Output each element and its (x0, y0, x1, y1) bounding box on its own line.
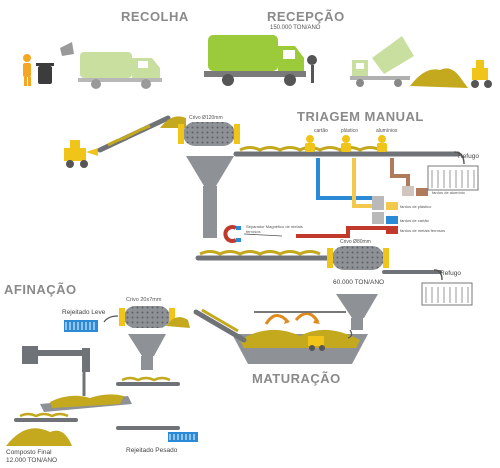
incline-conveyor-2 (193, 308, 247, 343)
conveyor-2 (195, 250, 337, 261)
magnet-icon (223, 225, 241, 243)
label-cartao: cartão (314, 128, 328, 134)
chute-plastic (352, 158, 372, 208)
worker-cardboard (305, 135, 315, 152)
label-composto-final: Composto Final (6, 449, 52, 456)
reject-container-2 (421, 282, 473, 306)
trommel-screen-120 (178, 122, 240, 146)
worker-aluminium (377, 135, 387, 152)
label-fardos-ferrosos: fardos de metais ferrosos (400, 228, 446, 233)
weighbridge-icon (307, 55, 317, 83)
tipper-truck (350, 36, 414, 87)
trash-bin-icon (36, 63, 54, 84)
baler-ferrous (386, 226, 398, 234)
label-rejeitado-leve: Rejeitado Leve (62, 309, 106, 316)
trommel-screen-20x7 (119, 306, 175, 328)
collection-truck-pale (78, 52, 162, 89)
arrow-to-basin (347, 329, 353, 339)
label-fardos-cartao: fardos de cartão (400, 218, 429, 223)
densimetric-table (40, 394, 132, 412)
reject-container-1 (427, 165, 479, 191)
final-compost-pile (6, 428, 72, 446)
label-crivo-120: Crivo Ø120mm (189, 115, 223, 121)
heavy-reject-container (168, 432, 198, 442)
worker-plastic (341, 135, 351, 152)
label-crivo-80: Crivo Ø80mm (340, 239, 371, 245)
stage-title-recepcao: RECEPÇÃO (267, 9, 345, 24)
label-fardos-aluminio: fardos de alumínio (432, 190, 465, 195)
stage-title-afinacao: AFINAÇÃO (4, 282, 77, 297)
collection-truck-green (204, 35, 306, 86)
maturation-basin (232, 329, 368, 364)
conveyor-3 (116, 376, 180, 386)
trommel-screen-80 (327, 246, 389, 270)
label-refugo-1: Refugo (458, 153, 479, 160)
stage-title-maturacao: MATURAÇÃO (252, 371, 341, 386)
chute-cardboard (316, 158, 372, 200)
magnet-leader-line (243, 233, 283, 237)
capacity-60000: 60.000 TON/ANO (333, 279, 385, 286)
loader-truck-top (471, 60, 492, 88)
hopper-3 (128, 334, 166, 370)
label-refugo-2: Refugo (440, 270, 461, 277)
hopper-1 (186, 156, 234, 238)
label-plastico: plástico (341, 128, 358, 134)
baler-cardboard (372, 212, 398, 224)
waste-pile-reception (410, 68, 468, 88)
stage-title-triagem: TRIAGEM MANUAL (297, 109, 424, 124)
aeration-arrows-icon (264, 312, 320, 325)
label-crivo-20x7: Crivo 20x7mm (126, 297, 162, 303)
incline-conveyor-1 (97, 115, 171, 153)
arrow-refugo-2 (433, 269, 443, 281)
stage-title-recolha: RECOLHA (121, 9, 189, 24)
arrow-refugo-1 (453, 151, 465, 165)
baler-aluminium (402, 186, 428, 196)
trash-bag-icon (60, 42, 74, 56)
light-reject-container (64, 320, 98, 332)
label-rejeitado-pesado: Rejeitado Pesado (126, 447, 178, 454)
loader-basin (308, 336, 325, 351)
loader-truck-left (64, 140, 98, 168)
chute-aluminium (390, 158, 410, 188)
label-aluminio: alumínios (376, 128, 398, 134)
arrow-rejeitado-leve (103, 315, 119, 323)
chute-ferrous (296, 226, 386, 238)
hopper-2 (336, 294, 378, 330)
person-icon (23, 54, 31, 86)
label-fardos-plastico: fardos de plástico (400, 204, 432, 209)
material-pile-afinacao (166, 317, 190, 328)
baler-plastic (372, 196, 398, 210)
recepcao-capacity: 150.000 TON/ANO (270, 25, 321, 31)
conveyor-5 (14, 412, 78, 422)
composto-capacity: 12.000 TON/ANO (6, 457, 58, 464)
label-separador-magnetico: Separador Magnético de metais ferrosos (246, 224, 303, 234)
air-classifier (22, 346, 90, 372)
